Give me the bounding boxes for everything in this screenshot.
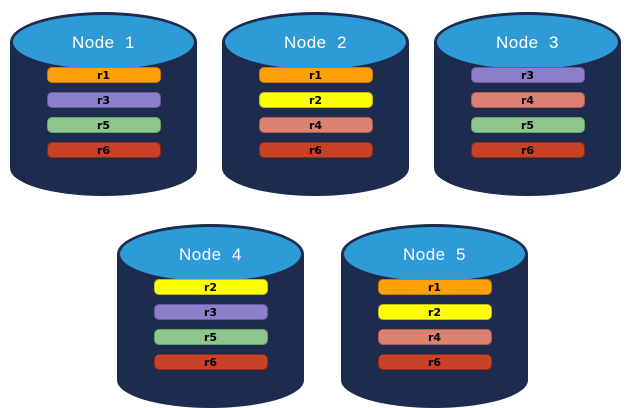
replica-bars: r2 r3 r5 r6 <box>117 279 304 370</box>
replica-bar-r1: r1 <box>377 279 492 295</box>
replica-bars: r1 r3 r5 r6 <box>10 67 197 158</box>
cylinder-top-ellipse: Node 1 <box>10 12 197 72</box>
replica-bars: r1 r2 r4 r6 <box>341 279 528 370</box>
replica-bar-r5: r5 <box>470 117 585 133</box>
node-title: Node 5 <box>402 245 467 264</box>
node-title: Node 4 <box>178 245 243 264</box>
replica-bar-r1: r1 <box>46 67 161 83</box>
replica-bar-r6: r6 <box>470 142 585 158</box>
node-row-top: Node 1 r1 r3 r5 r6 Node 2 r1 r2 r4 r6 Node 3 r… <box>10 8 621 196</box>
node-cylinder: Node 1 r1 r3 r5 r6 <box>10 8 197 196</box>
node-cylinder: Node 5 r1 r2 r4 r6 <box>341 220 528 408</box>
replica-bar-r3: r3 <box>153 304 268 320</box>
cylinder-top-ellipse: Node 3 <box>434 12 621 72</box>
replica-bar-r2: r2 <box>153 279 268 295</box>
replica-bar-r4: r4 <box>258 117 373 133</box>
replica-bar-r4: r4 <box>377 329 492 345</box>
replica-bars: r3 r4 r5 r6 <box>434 67 621 158</box>
replica-bar-r6: r6 <box>153 354 268 370</box>
node-title: Node 2 <box>283 33 348 52</box>
replica-bar-r2: r2 <box>377 304 492 320</box>
replica-bar-r1: r1 <box>258 67 373 83</box>
node-cylinder: Node 3 r3 r4 r5 r6 <box>434 8 621 196</box>
replica-bar-r4: r4 <box>470 92 585 108</box>
replica-bar-r6: r6 <box>377 354 492 370</box>
replica-bar-r3: r3 <box>46 92 161 108</box>
node-title: Node 3 <box>495 33 560 52</box>
replica-bar-r6: r6 <box>46 142 161 158</box>
node-cylinder: Node 2 r1 r2 r4 r6 <box>222 8 409 196</box>
cylinder-top-ellipse: Node 2 <box>222 12 409 72</box>
node-cylinder: Node 4 r2 r3 r5 r6 <box>117 220 304 408</box>
replica-bar-r5: r5 <box>153 329 268 345</box>
replica-bar-r6: r6 <box>258 142 373 158</box>
replica-bar-r3: r3 <box>470 67 585 83</box>
replica-bar-r5: r5 <box>46 117 161 133</box>
cylinder-top-ellipse: Node 4 <box>117 224 304 284</box>
node-row-bottom: Node 4 r2 r3 r5 r6 Node 5 r1 r2 r4 r6 <box>117 220 528 408</box>
replica-bar-r2: r2 <box>258 92 373 108</box>
replica-bars: r1 r2 r4 r6 <box>222 67 409 158</box>
cylinder-top-ellipse: Node 5 <box>341 224 528 284</box>
node-title: Node 1 <box>71 33 136 52</box>
